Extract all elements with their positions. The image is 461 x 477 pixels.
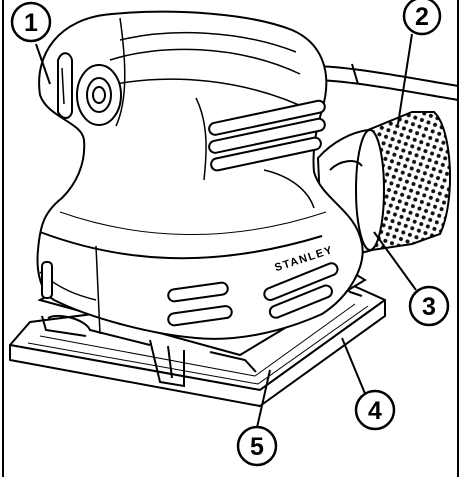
leader-lines [35, 33, 417, 433]
callout-2-label: 2 [415, 3, 429, 31]
callout-5: 5 [236, 425, 278, 467]
callout-4: 4 [354, 389, 396, 431]
callout-2: 2 [402, 0, 442, 36]
callout-1: 1 [10, 1, 52, 43]
power-switch [57, 52, 122, 126]
paper-clamp [41, 279, 363, 388]
callout-3: 3 [408, 285, 450, 327]
callout-5-label: 5 [250, 433, 264, 461]
side-vents [41, 99, 339, 327]
callout-3-label: 3 [422, 293, 436, 321]
callout-1-label: 1 [24, 9, 38, 37]
callout-4-label: 4 [368, 397, 382, 425]
power-cord [317, 63, 459, 101]
